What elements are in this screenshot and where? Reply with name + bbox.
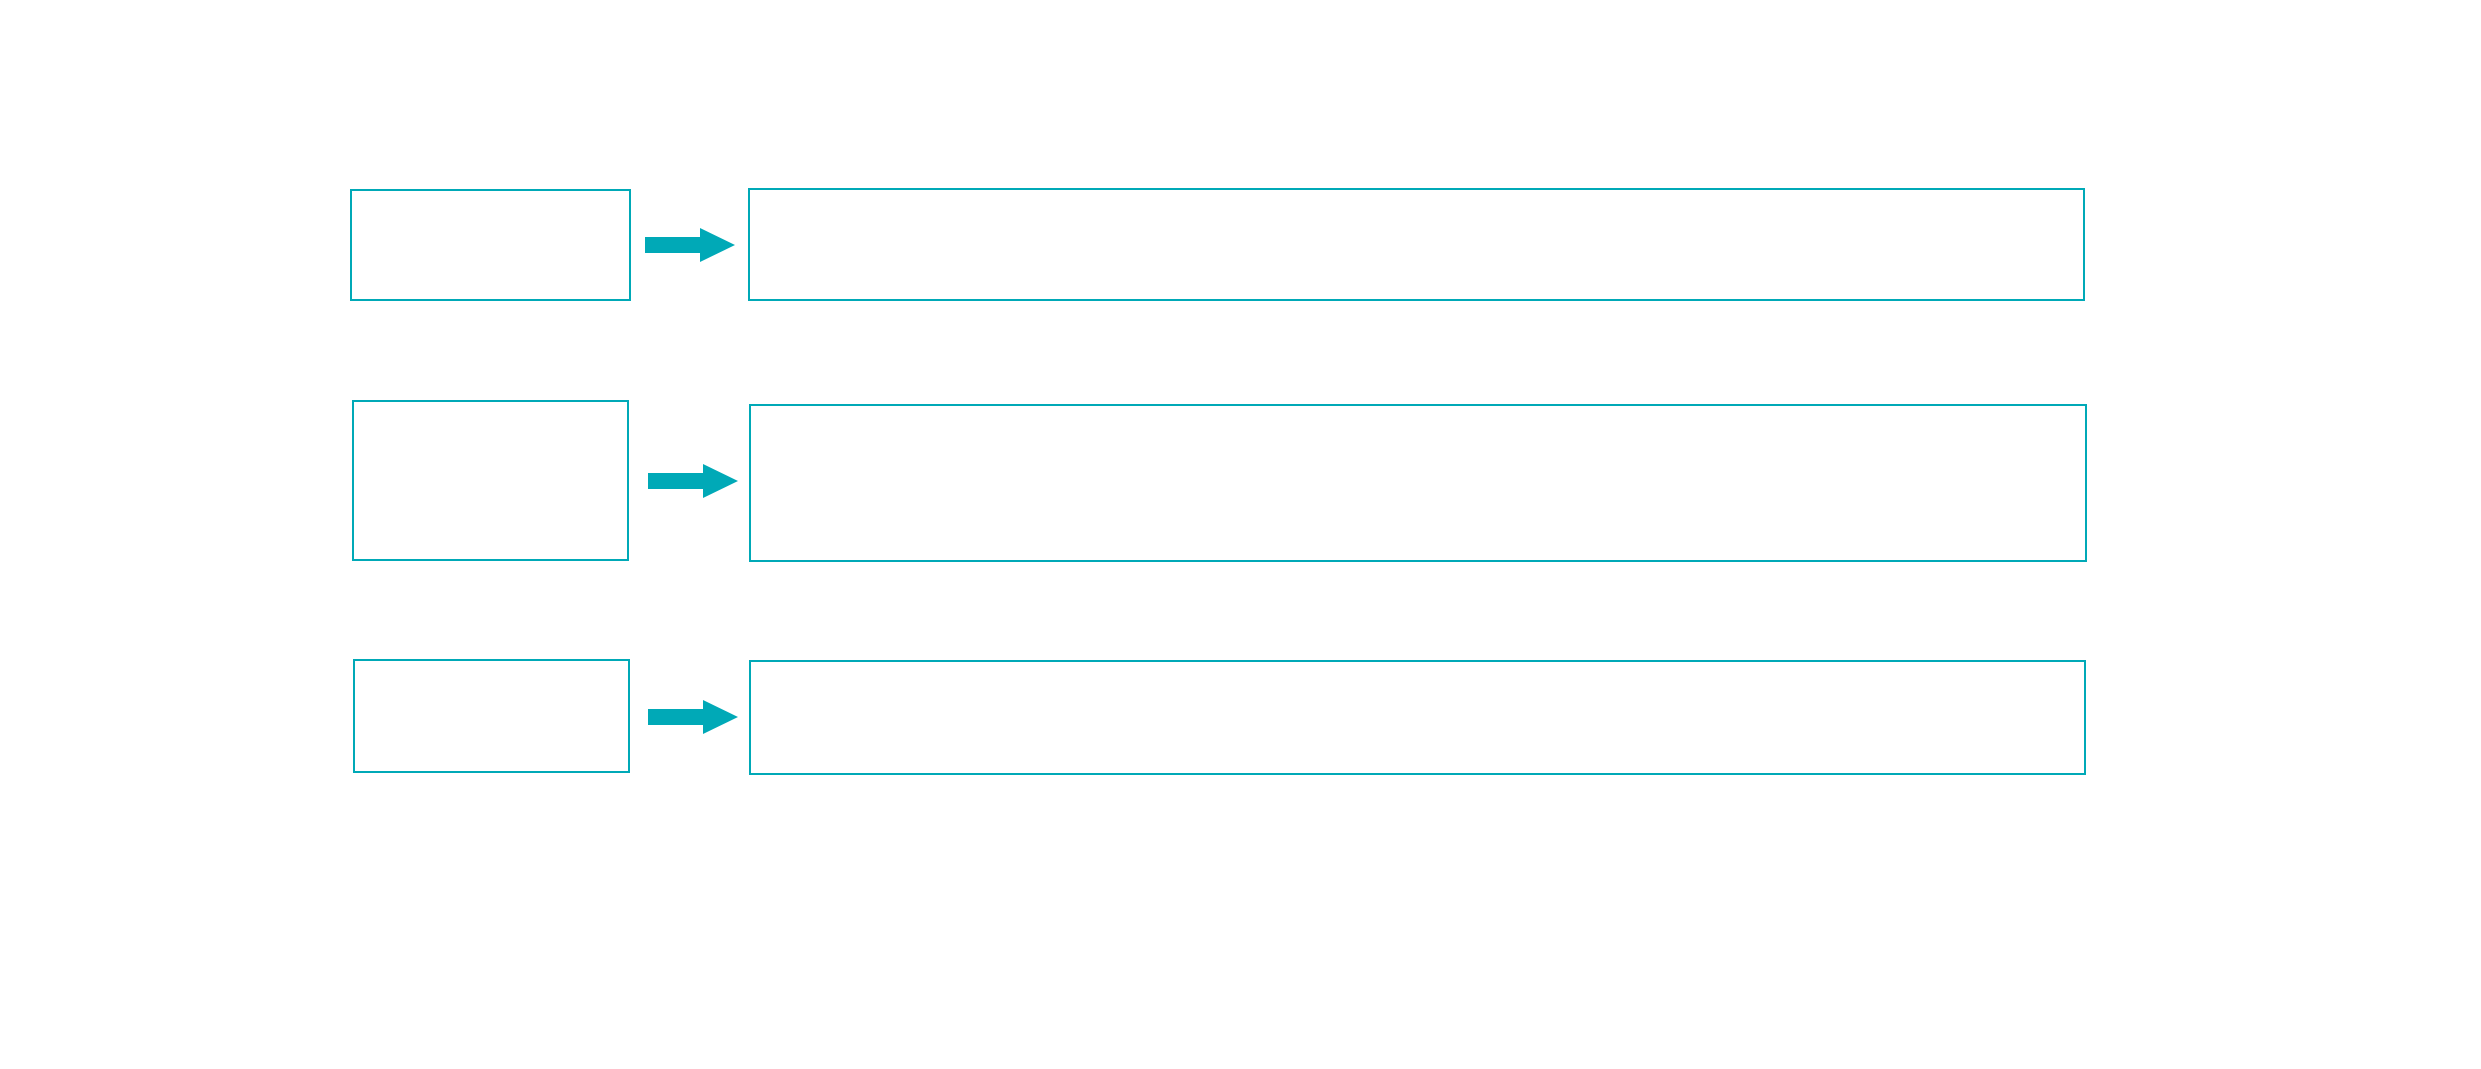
target-box-1 [748, 188, 2085, 301]
source-box-3 [353, 659, 630, 773]
arrow-right-icon [648, 462, 738, 500]
source-box-2 [352, 400, 629, 561]
arrow-right-icon [648, 698, 738, 736]
source-box-1 [350, 189, 631, 301]
target-box-3 [749, 660, 2086, 775]
target-box-2 [749, 404, 2087, 562]
arrow-right-icon [645, 226, 735, 264]
